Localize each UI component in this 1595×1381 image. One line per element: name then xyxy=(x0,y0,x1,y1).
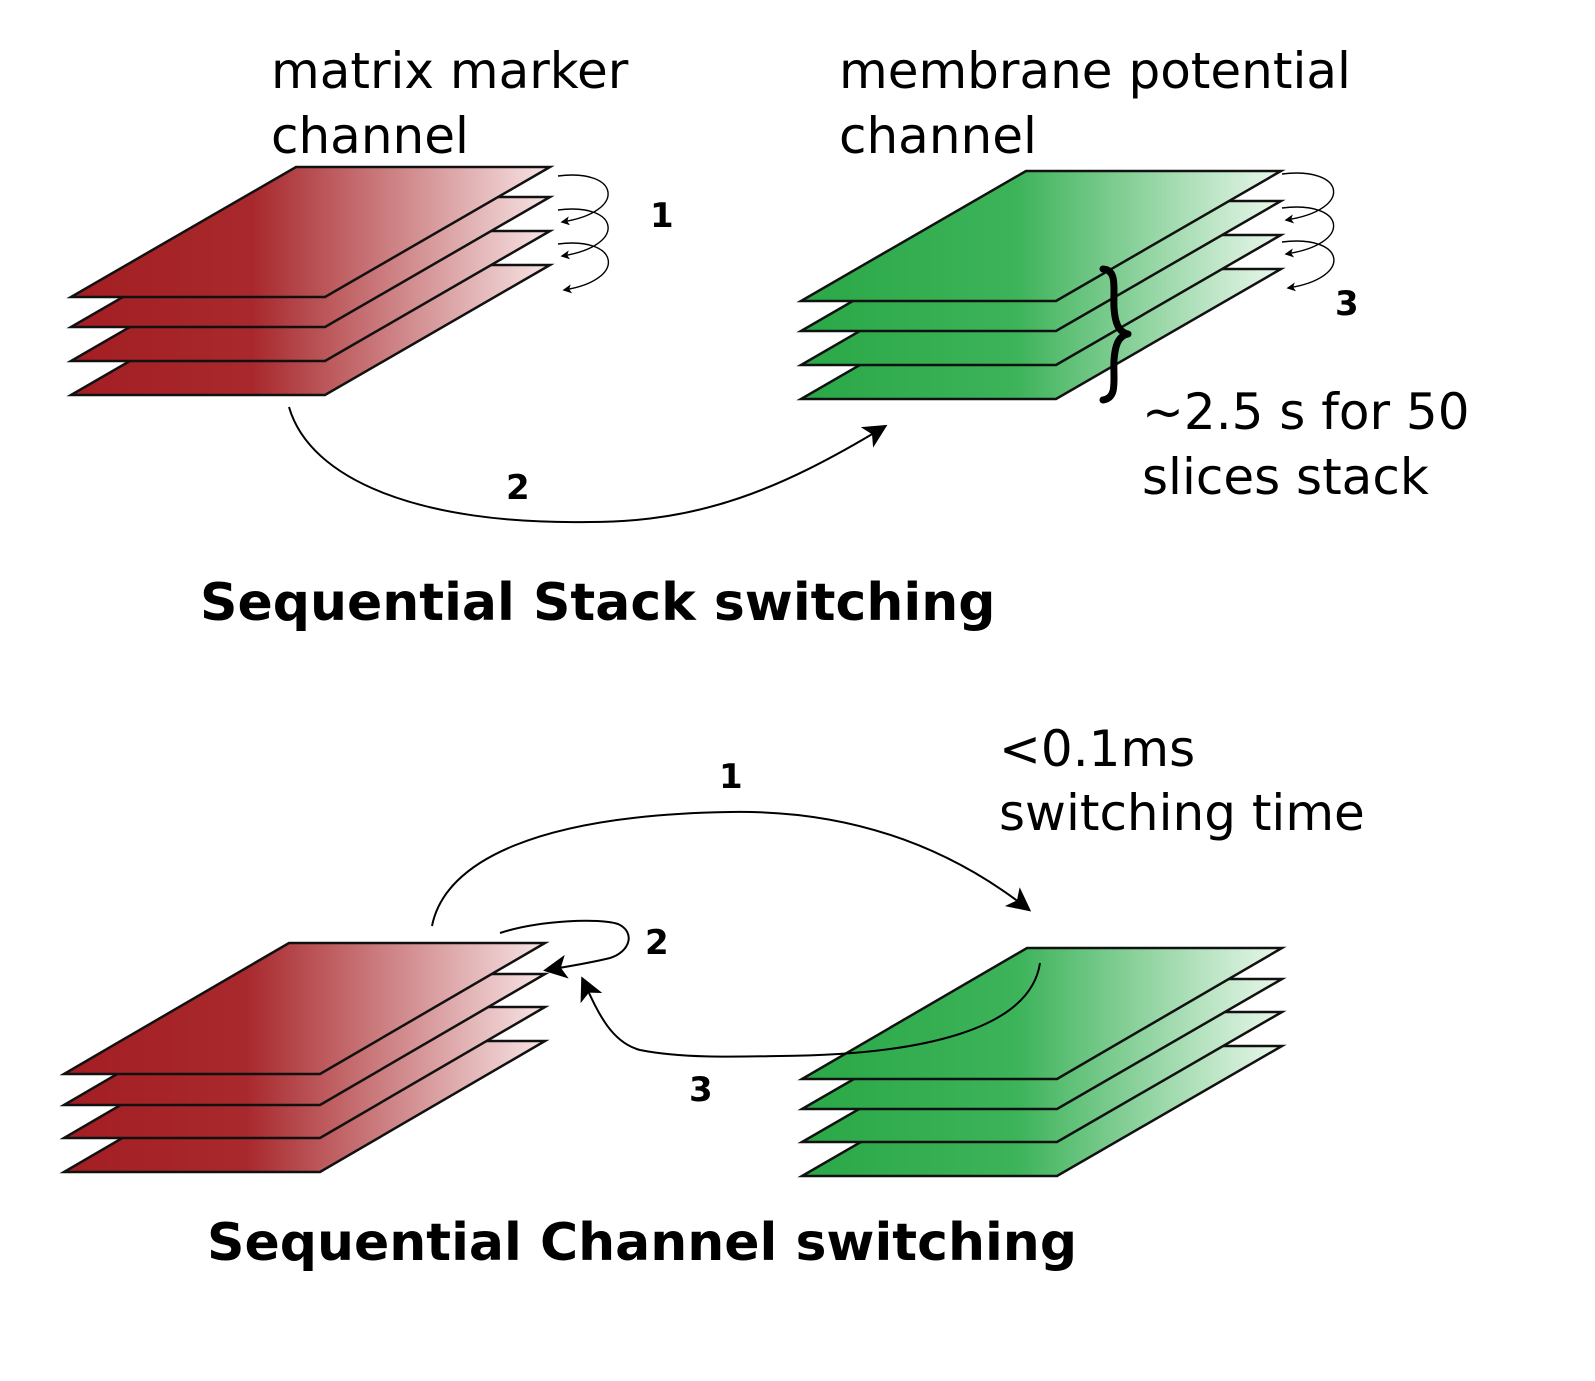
channel-timing-label: <0.1ms switching time xyxy=(999,720,1365,842)
channel-return-arrow-icon xyxy=(580,962,1041,1058)
stack-slice xyxy=(59,941,550,1076)
stack-slice xyxy=(66,165,555,299)
stack-timing-label: ~2.5 s for 50 slices stack xyxy=(1142,383,1485,506)
channel-switch-arrow-icon xyxy=(431,810,1032,927)
top-panel-title: Sequential Stack switching xyxy=(200,573,995,633)
slice-loop-arrows-red xyxy=(557,174,609,294)
matrix-marker-label: matrix marker channel xyxy=(271,42,644,165)
matrix-marker-stack xyxy=(66,165,555,397)
stack-slice xyxy=(797,946,1287,1081)
slice-step-arrow-icon xyxy=(499,919,630,979)
bottom-panel-title: Sequential Channel switching xyxy=(207,1213,1077,1273)
loop-arrow-icon xyxy=(557,242,609,294)
membrane-potential-label: membrane potential channel xyxy=(839,42,1367,165)
loop-arrow-icon xyxy=(1281,206,1335,258)
membrane-potential-stack xyxy=(796,169,1286,401)
membrane-potential-stack xyxy=(797,946,1287,1178)
step-3-label: 3 xyxy=(689,1070,713,1110)
top-panel: matrix marker channel membrane potential… xyxy=(66,42,1485,633)
loop-arrow-icon xyxy=(557,174,609,226)
curly-brace-icon xyxy=(1099,265,1132,404)
step-1-label: 1 xyxy=(650,196,674,236)
step-2-label: 2 xyxy=(506,468,530,508)
slice-loop-arrows-green xyxy=(1281,172,1335,292)
step-1-label: 1 xyxy=(719,757,743,797)
stack-slice xyxy=(796,169,1286,303)
loop-arrow-icon xyxy=(1281,172,1335,224)
loop-arrow-icon xyxy=(557,208,609,260)
stack-switch-arrow-icon xyxy=(288,406,888,524)
bottom-panel: 1 2 3 <0.1ms switching time Sequential C… xyxy=(59,720,1365,1273)
matrix-marker-stack xyxy=(59,941,550,1174)
step-3-label: 3 xyxy=(1335,284,1359,324)
step-2-label: 2 xyxy=(645,923,669,963)
loop-arrow-icon xyxy=(1281,240,1335,292)
